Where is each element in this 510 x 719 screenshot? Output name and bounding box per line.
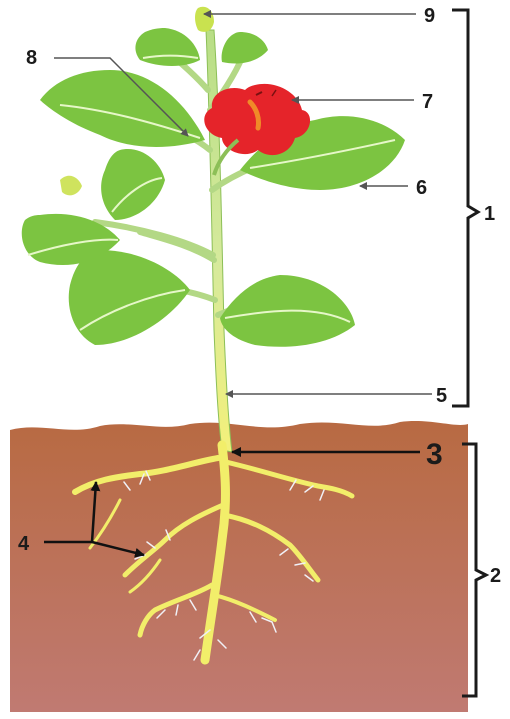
leaf	[222, 32, 268, 64]
label-3: 3	[426, 438, 443, 471]
label-2: 2	[490, 565, 501, 587]
leaf	[135, 28, 200, 66]
bud	[60, 176, 82, 196]
label-9: 9	[424, 5, 435, 27]
label-7: 7	[422, 91, 433, 113]
label-4: 4	[18, 533, 30, 555]
label-6: 6	[416, 177, 427, 199]
leaf	[40, 70, 205, 147]
label-1: 1	[484, 203, 495, 225]
label-8: 8	[26, 47, 37, 69]
label-5: 5	[436, 385, 447, 407]
bracket-shoot	[452, 10, 478, 406]
leaf	[69, 250, 190, 345]
leaf	[220, 275, 355, 347]
leaf	[101, 149, 165, 220]
terminal-bud	[195, 7, 214, 32]
